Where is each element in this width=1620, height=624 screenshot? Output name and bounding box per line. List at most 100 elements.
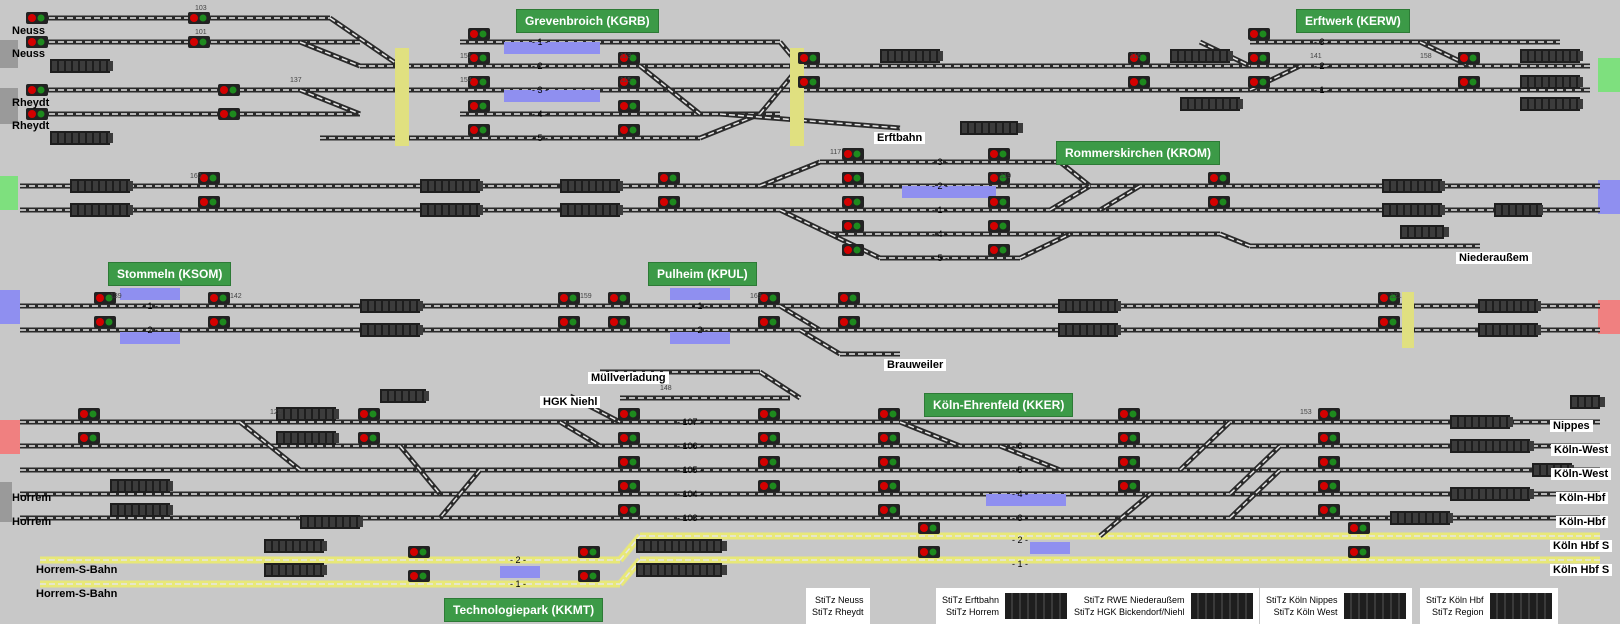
- signal-green-lamp[interactable]: [1139, 78, 1147, 86]
- signal-green-lamp[interactable]: [999, 222, 1007, 230]
- signal-red-lamp[interactable]: [844, 198, 852, 206]
- signal-green-lamp[interactable]: [1329, 482, 1337, 490]
- signal-green-lamp[interactable]: [853, 150, 861, 158]
- signal-green-lamp[interactable]: [629, 126, 637, 134]
- signal-red-lamp[interactable]: [760, 482, 768, 490]
- signal-red-lamp[interactable]: [800, 78, 808, 86]
- signal-green-lamp[interactable]: [1129, 410, 1137, 418]
- signal-red-lamp[interactable]: [760, 434, 768, 442]
- signal-green-lamp[interactable]: [1329, 458, 1337, 466]
- signal-red-lamp[interactable]: [880, 410, 888, 418]
- signal-green-lamp[interactable]: [89, 410, 97, 418]
- signal-red-lamp[interactable]: [1130, 54, 1138, 62]
- signal-red-lamp[interactable]: [80, 434, 88, 442]
- station-koeln-ehrenfeld[interactable]: Köln-Ehrenfeld (KKER): [924, 393, 1074, 417]
- signal-red-lamp[interactable]: [660, 198, 668, 206]
- signal-red-lamp[interactable]: [1250, 78, 1258, 86]
- signal-green-lamp[interactable]: [1389, 318, 1397, 326]
- signal-green-lamp[interactable]: [209, 174, 217, 182]
- signal-red-lamp[interactable]: [990, 174, 998, 182]
- signal-green-lamp[interactable]: [999, 150, 1007, 158]
- signal-green-lamp[interactable]: [809, 54, 817, 62]
- signal-red-lamp[interactable]: [1320, 410, 1328, 418]
- signal-green-lamp[interactable]: [629, 102, 637, 110]
- signal-red-lamp[interactable]: [880, 506, 888, 514]
- signal-red-lamp[interactable]: [1320, 482, 1328, 490]
- signal-red-lamp[interactable]: [844, 222, 852, 230]
- signal-red-lamp[interactable]: [620, 458, 628, 466]
- signal-green-lamp[interactable]: [1219, 174, 1227, 182]
- signal-green-lamp[interactable]: [853, 222, 861, 230]
- signal-red-lamp[interactable]: [96, 318, 104, 326]
- signal-red-lamp[interactable]: [470, 30, 478, 38]
- signal-red-lamp[interactable]: [990, 246, 998, 254]
- signal-green-lamp[interactable]: [629, 54, 637, 62]
- signal-red-lamp[interactable]: [360, 434, 368, 442]
- signal-green-lamp[interactable]: [853, 246, 861, 254]
- signal-red-lamp[interactable]: [1350, 548, 1358, 556]
- signal-red-lamp[interactable]: [200, 198, 208, 206]
- signal-green-lamp[interactable]: [849, 294, 857, 302]
- signal-green-lamp[interactable]: [769, 294, 777, 302]
- signal-green-lamp[interactable]: [37, 110, 45, 118]
- signal-green-lamp[interactable]: [1129, 434, 1137, 442]
- signal-green-lamp[interactable]: [209, 198, 217, 206]
- signal-red-lamp[interactable]: [1250, 54, 1258, 62]
- signal-green-lamp[interactable]: [853, 174, 861, 182]
- signal-green-lamp[interactable]: [999, 174, 1007, 182]
- signal-green-lamp[interactable]: [889, 506, 897, 514]
- signal-green-lamp[interactable]: [589, 572, 597, 580]
- signal-green-lamp[interactable]: [569, 294, 577, 302]
- station-rommerskirchen[interactable]: Rommerskirchen (KROM): [1056, 141, 1221, 165]
- signal-green-lamp[interactable]: [1469, 54, 1477, 62]
- signal-green-lamp[interactable]: [853, 198, 861, 206]
- signal-red-lamp[interactable]: [840, 294, 848, 302]
- signal-red-lamp[interactable]: [28, 110, 36, 118]
- signal-green-lamp[interactable]: [889, 434, 897, 442]
- station-erftwerk[interactable]: Erftwerk (KERW): [1296, 9, 1410, 33]
- signal-red-lamp[interactable]: [96, 294, 104, 302]
- signal-red-lamp[interactable]: [844, 174, 852, 182]
- signal-red-lamp[interactable]: [610, 318, 618, 326]
- signal-red-lamp[interactable]: [610, 294, 618, 302]
- signal-red-lamp[interactable]: [620, 410, 628, 418]
- signal-green-lamp[interactable]: [479, 30, 487, 38]
- signal-red-lamp[interactable]: [1380, 318, 1388, 326]
- signal-red-lamp[interactable]: [1250, 30, 1258, 38]
- signal-green-lamp[interactable]: [769, 318, 777, 326]
- signal-green-lamp[interactable]: [369, 410, 377, 418]
- signal-red-lamp[interactable]: [470, 126, 478, 134]
- signal-red-lamp[interactable]: [200, 174, 208, 182]
- signal-red-lamp[interactable]: [220, 110, 228, 118]
- signal-green-lamp[interactable]: [929, 524, 937, 532]
- signal-red-lamp[interactable]: [1120, 434, 1128, 442]
- signal-green-lamp[interactable]: [1139, 54, 1147, 62]
- signal-green-lamp[interactable]: [589, 548, 597, 556]
- signal-green-lamp[interactable]: [1329, 506, 1337, 514]
- signal-red-lamp[interactable]: [210, 294, 218, 302]
- signal-green-lamp[interactable]: [619, 294, 627, 302]
- signal-green-lamp[interactable]: [1359, 524, 1367, 532]
- signal-green-lamp[interactable]: [769, 458, 777, 466]
- signal-green-lamp[interactable]: [1329, 434, 1337, 442]
- signal-green-lamp[interactable]: [479, 54, 487, 62]
- signal-green-lamp[interactable]: [219, 294, 227, 302]
- signal-red-lamp[interactable]: [580, 572, 588, 580]
- signal-red-lamp[interactable]: [1120, 458, 1128, 466]
- signal-red-lamp[interactable]: [28, 38, 36, 46]
- signal-red-lamp[interactable]: [1120, 482, 1128, 490]
- signal-red-lamp[interactable]: [28, 86, 36, 94]
- signal-red-lamp[interactable]: [190, 14, 198, 22]
- signal-red-lamp[interactable]: [920, 524, 928, 532]
- signal-green-lamp[interactable]: [479, 102, 487, 110]
- signal-green-lamp[interactable]: [929, 548, 937, 556]
- signal-red-lamp[interactable]: [1460, 54, 1468, 62]
- signal-red-lamp[interactable]: [1320, 458, 1328, 466]
- signal-green-lamp[interactable]: [1129, 458, 1137, 466]
- signal-green-lamp[interactable]: [769, 434, 777, 442]
- signal-red-lamp[interactable]: [1210, 174, 1218, 182]
- signal-red-lamp[interactable]: [560, 294, 568, 302]
- signal-red-lamp[interactable]: [990, 198, 998, 206]
